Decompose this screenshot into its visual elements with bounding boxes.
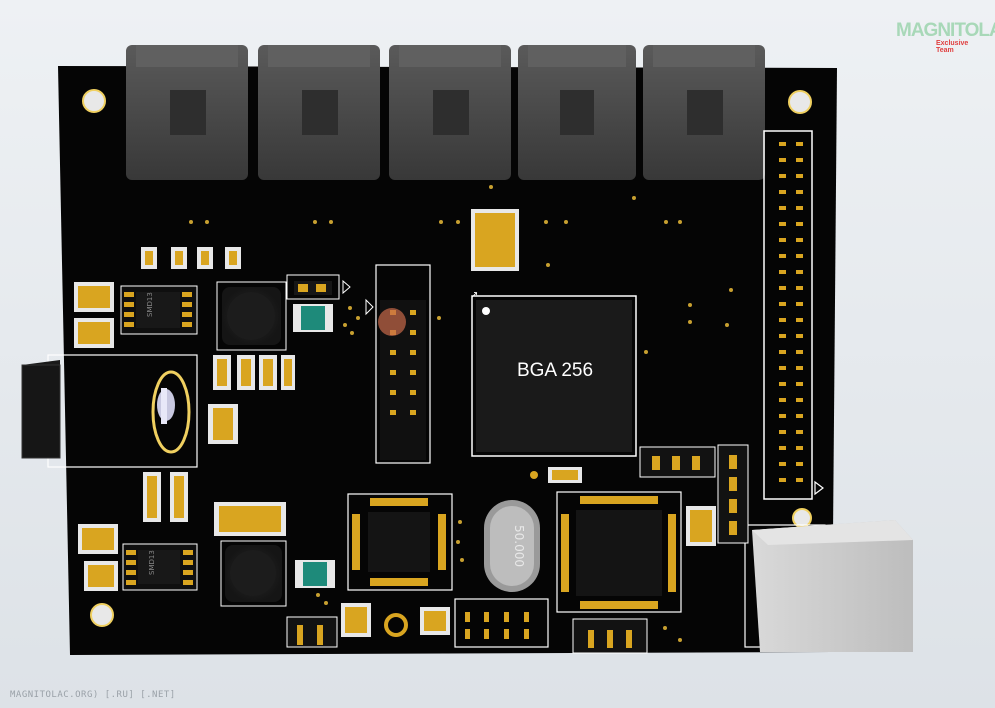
footer-watermark: MAGNITOLAC.ORG) [.RU] [.NET] xyxy=(10,690,176,700)
right-pin-header xyxy=(763,130,824,500)
logo-main-text: MAGNITOLA xyxy=(896,20,995,41)
usb-connector xyxy=(744,520,913,652)
logo-watermark: MAGNITOLA Exclusive Team xyxy=(896,20,995,54)
upper-regulator: SMD13 xyxy=(120,285,198,335)
bga-chip: ↗ xyxy=(470,290,637,457)
svg-text:↗: ↗ xyxy=(470,290,478,301)
passive-components xyxy=(74,209,716,637)
tantalum-caps xyxy=(293,304,335,588)
jumper-top xyxy=(286,274,351,300)
logo-sub-text: Exclusive Team xyxy=(936,40,969,54)
inductors xyxy=(216,281,287,607)
ic-bottom-label: SMD13 xyxy=(148,550,156,575)
crystal: 50.000 xyxy=(484,500,540,592)
dc-jack xyxy=(21,354,198,468)
lower-regulator: SMD13 xyxy=(122,543,198,591)
bga-label: BGA 256 xyxy=(516,360,594,381)
qfp-left xyxy=(347,493,453,591)
ic-top-label: SMD13 xyxy=(146,292,154,317)
crystal-label: 50.000 xyxy=(512,525,526,567)
jtag-header xyxy=(365,264,431,464)
audio-jacks xyxy=(126,45,765,180)
vias xyxy=(189,185,733,642)
bottom-headers xyxy=(286,444,749,654)
qfp-right xyxy=(556,491,682,613)
